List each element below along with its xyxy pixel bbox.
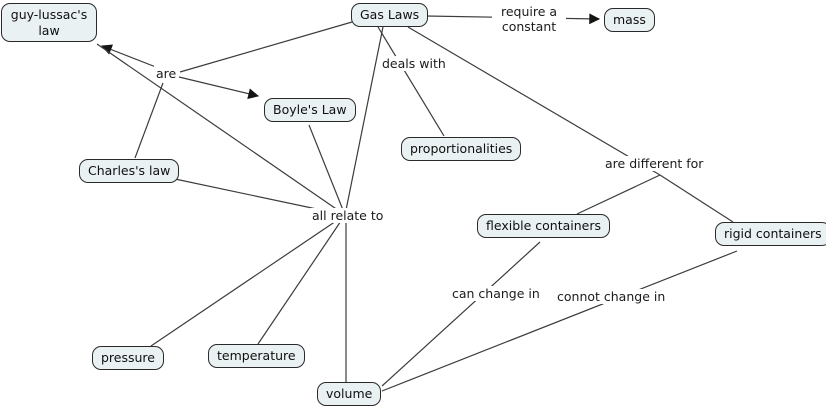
node-guy-lussacs-law[interactable]: guy-lussac's law bbox=[1, 3, 97, 43]
edge-gaslaws-to-all-relate-to bbox=[344, 26, 384, 216]
edge-are-different-for-to-rigid-containers bbox=[659, 174, 734, 223]
link-label-deals-with[interactable]: deals with bbox=[380, 56, 448, 71]
edge-are-to-charless-law bbox=[134, 82, 164, 159]
edge-gaslaws-to-proportionalities bbox=[377, 26, 445, 137]
node-flexible-containers[interactable]: flexible containers bbox=[477, 214, 611, 238]
edge-rigid-containers-to-volume bbox=[381, 250, 738, 392]
edge-gaslaws-to-are bbox=[179, 21, 353, 73]
node-proportionalities[interactable]: proportionalities bbox=[401, 137, 522, 161]
edge-are-different-for-to-flexible-containers bbox=[576, 174, 661, 215]
link-label-require-a-constant[interactable]: require a constant bbox=[492, 4, 566, 34]
node-rigid-containers[interactable]: rigid containers bbox=[715, 222, 826, 246]
edge-are-to-guy-lussacs-law-arrow bbox=[100, 44, 162, 70]
edge-all-relate-to-to-pressure bbox=[150, 214, 346, 347]
link-label-can-change-in[interactable]: can change in bbox=[450, 286, 542, 301]
edge-gaslaws-to-are-different-for bbox=[407, 26, 661, 176]
node-charless-law[interactable]: Charles's law bbox=[79, 159, 180, 183]
edge-are-to-boyles-law-arrow bbox=[178, 76, 260, 99]
link-label-connot-change-in[interactable]: connot change in bbox=[555, 289, 668, 304]
node-pressure[interactable]: pressure bbox=[92, 346, 164, 370]
node-temperature[interactable]: temperature bbox=[208, 344, 305, 368]
node-gas-laws[interactable]: Gas Laws bbox=[351, 3, 429, 27]
edge-all-relate-to-to-temperature bbox=[257, 214, 346, 345]
link-label-are[interactable]: are bbox=[154, 66, 179, 81]
node-volume[interactable]: volume bbox=[317, 382, 382, 406]
edge-boyles-law-to-all-relate-to bbox=[308, 124, 346, 216]
node-boyles-law[interactable]: Boyle's Law bbox=[264, 98, 356, 122]
edge-flexible-containers-to-volume bbox=[381, 241, 541, 387]
node-mass[interactable]: mass bbox=[604, 8, 655, 32]
edge-guy-lussacs-law-to-all-relate-to bbox=[96, 43, 346, 216]
link-label-all-relate-to[interactable]: all relate to bbox=[310, 208, 386, 223]
link-label-are-different-for[interactable]: are different for bbox=[603, 156, 706, 171]
